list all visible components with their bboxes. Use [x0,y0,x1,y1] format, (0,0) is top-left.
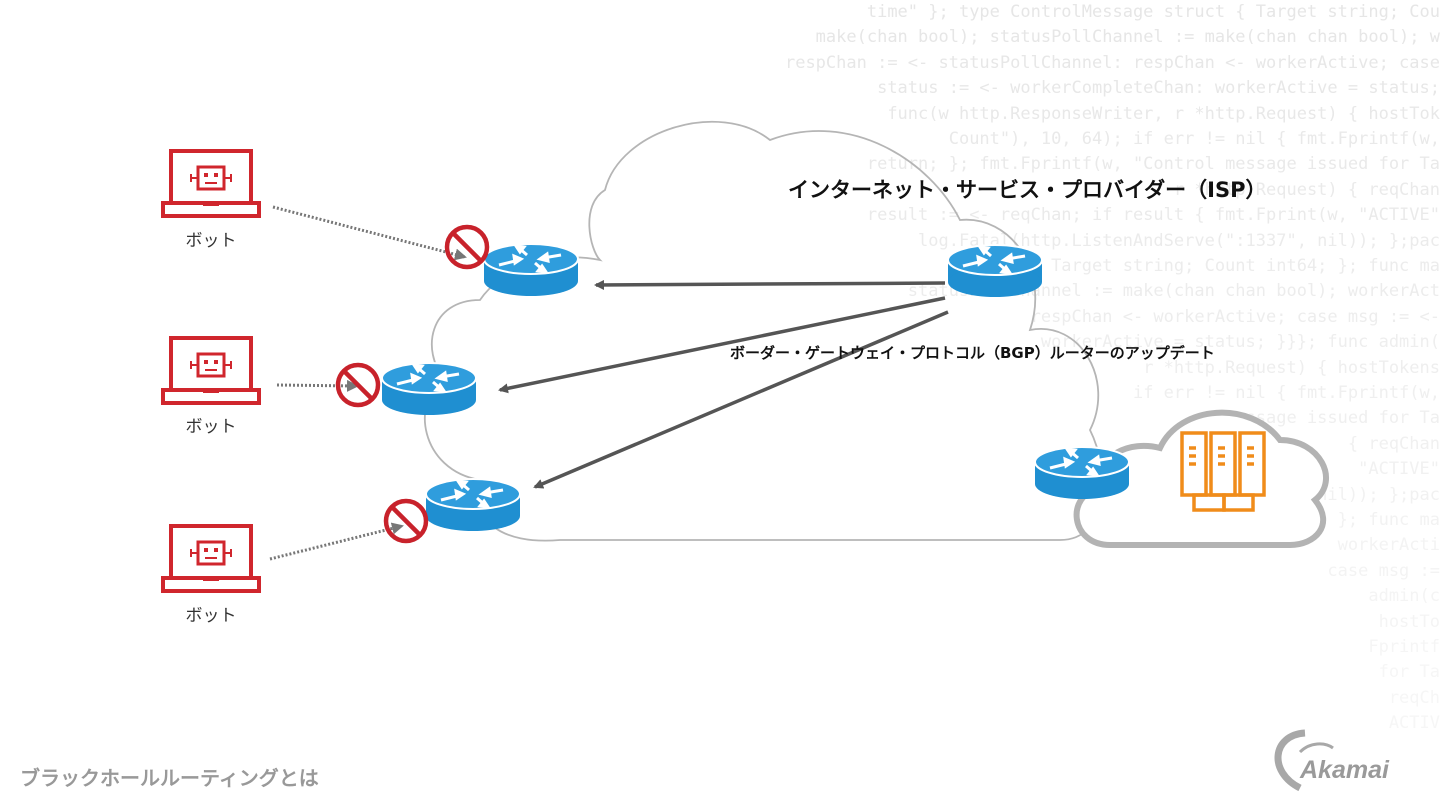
router-icon-datacenter [1033,445,1131,501]
bot-laptop-icon-1 [161,149,261,218]
bgp-arrow-1 [594,279,946,290]
bgp-arrow-2 [498,296,946,394]
blocked-icon-3 [386,501,426,541]
bot-traffic-2 [276,379,359,392]
akamai-logo-icon [1274,729,1334,792]
bot-laptop-icon-2 [161,336,261,405]
akamai-logo-text: Akamai [1300,756,1389,784]
blocked-icon-2 [338,365,378,405]
isp-title: インターネット・サービス・プロバイダー（ISP） [788,178,1267,202]
bot-traffic-3 [269,522,404,561]
bot-traffic-1 [272,205,467,261]
bot-laptop-icon-3 [161,524,261,593]
router-icon-edge-2 [380,361,478,417]
server-rack-icon [1180,431,1266,512]
bgp-update-label: ボーダー・ゲートウェイ・プロトコル（BGP）ルーターのアップデート [730,344,1215,362]
bot-label-1: ボット [185,231,237,251]
router-icon-isp-core [946,243,1044,299]
isp-cloud [424,120,1104,542]
router-icon-edge-1 [482,242,580,298]
slide-title: ブラックホールルーティングとは [20,766,319,790]
router-icon-edge-3 [424,477,522,533]
bot-label-3: ボット [185,606,237,626]
blocked-icon-1 [447,227,487,267]
bot-label-2: ボット [185,417,237,437]
bgp-arrow-3 [533,310,949,489]
